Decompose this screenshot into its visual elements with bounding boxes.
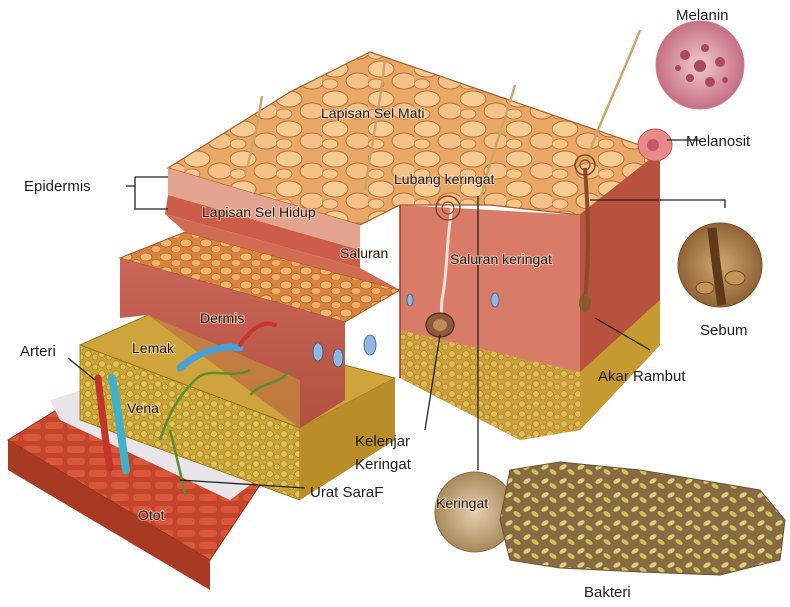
label-saluran-keringat: Saluran keringat <box>450 251 552 267</box>
label-melanosit: Melanosit <box>686 133 751 150</box>
label-vena: Vena <box>127 400 159 416</box>
label-lapisan-sel-hidup: Lapisan Sel Hidup <box>202 204 316 220</box>
label-bakteri: Bakteri <box>584 584 631 601</box>
label-urat-saraf: Urat SaraF <box>310 484 383 501</box>
label-dermis: Dermis <box>200 310 244 326</box>
sebum-inset <box>678 223 762 307</box>
label-lemak: Lemak <box>132 340 175 356</box>
label-melanin: Melanin <box>676 7 729 24</box>
label-epidermis: Epidermis <box>24 178 91 195</box>
label-otot: Otot <box>138 507 165 523</box>
label-lubang-keringat: Lubang keringat <box>394 171 495 187</box>
label-arteri: Arteri <box>20 343 56 360</box>
melanin-inset <box>656 21 744 109</box>
bacteria-inset <box>500 462 785 575</box>
label-kelenjar: Kelenjar <box>355 433 410 450</box>
label-keringat: Keringat <box>436 495 488 511</box>
label-kelenjar-keringat: Keringat <box>355 456 412 473</box>
label-sebum: Sebum <box>700 322 748 339</box>
label-akar-rambut: Akar Rambut <box>598 368 686 385</box>
label-saluran: Saluran <box>340 245 388 261</box>
melanocyte-blob <box>638 129 672 161</box>
label-lapisan-sel-mati: Lapisan Sel Mati <box>321 105 425 121</box>
